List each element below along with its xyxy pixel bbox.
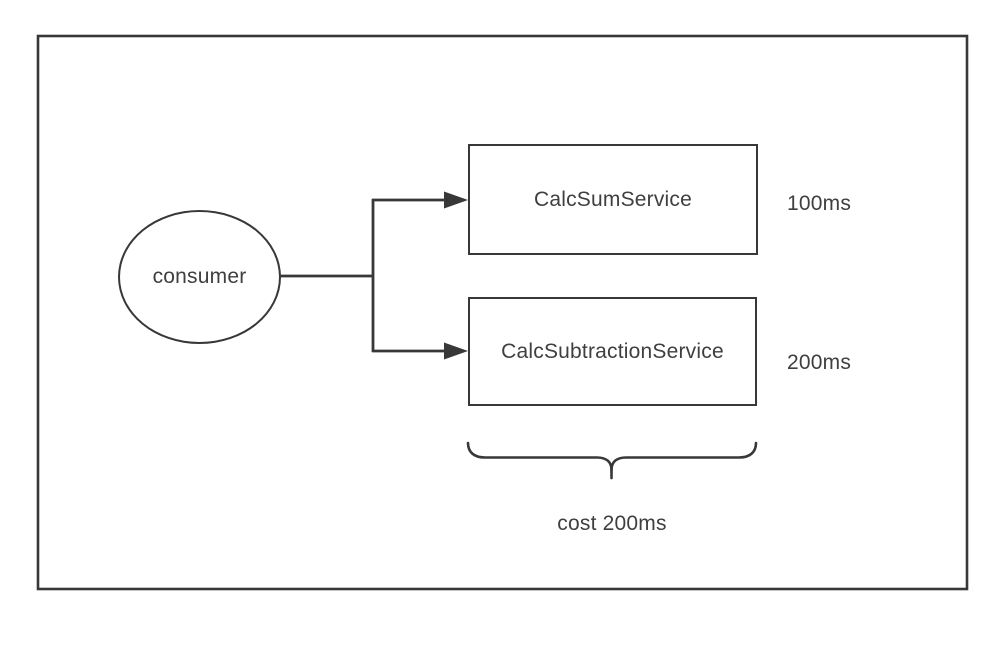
underbrace-right — [610, 441, 758, 472]
consumer-node-label: consumer — [152, 265, 247, 288]
outer-frame — [36, 34, 969, 591]
consumer-node: consumer — [118, 210, 281, 344]
underbrace-left — [466, 441, 613, 480]
cost-label: cost 200ms — [557, 512, 667, 535]
arrowhead-calcsum-icon — [444, 191, 468, 209]
service-node-calcsubtraction-label: CalcSubtractionService — [501, 339, 724, 363]
service-node-calcsum: CalcSumService — [468, 144, 758, 255]
service-node-calcsubtraction: CalcSubtractionService — [468, 297, 757, 406]
arrowhead-calcsubtraction-icon — [444, 342, 468, 360]
latency-label-calcsum: 100ms — [787, 192, 852, 215]
latency-label-calcsubtraction: 200ms — [787, 351, 852, 374]
service-node-calcsum-label: CalcSumService — [533, 187, 692, 211]
